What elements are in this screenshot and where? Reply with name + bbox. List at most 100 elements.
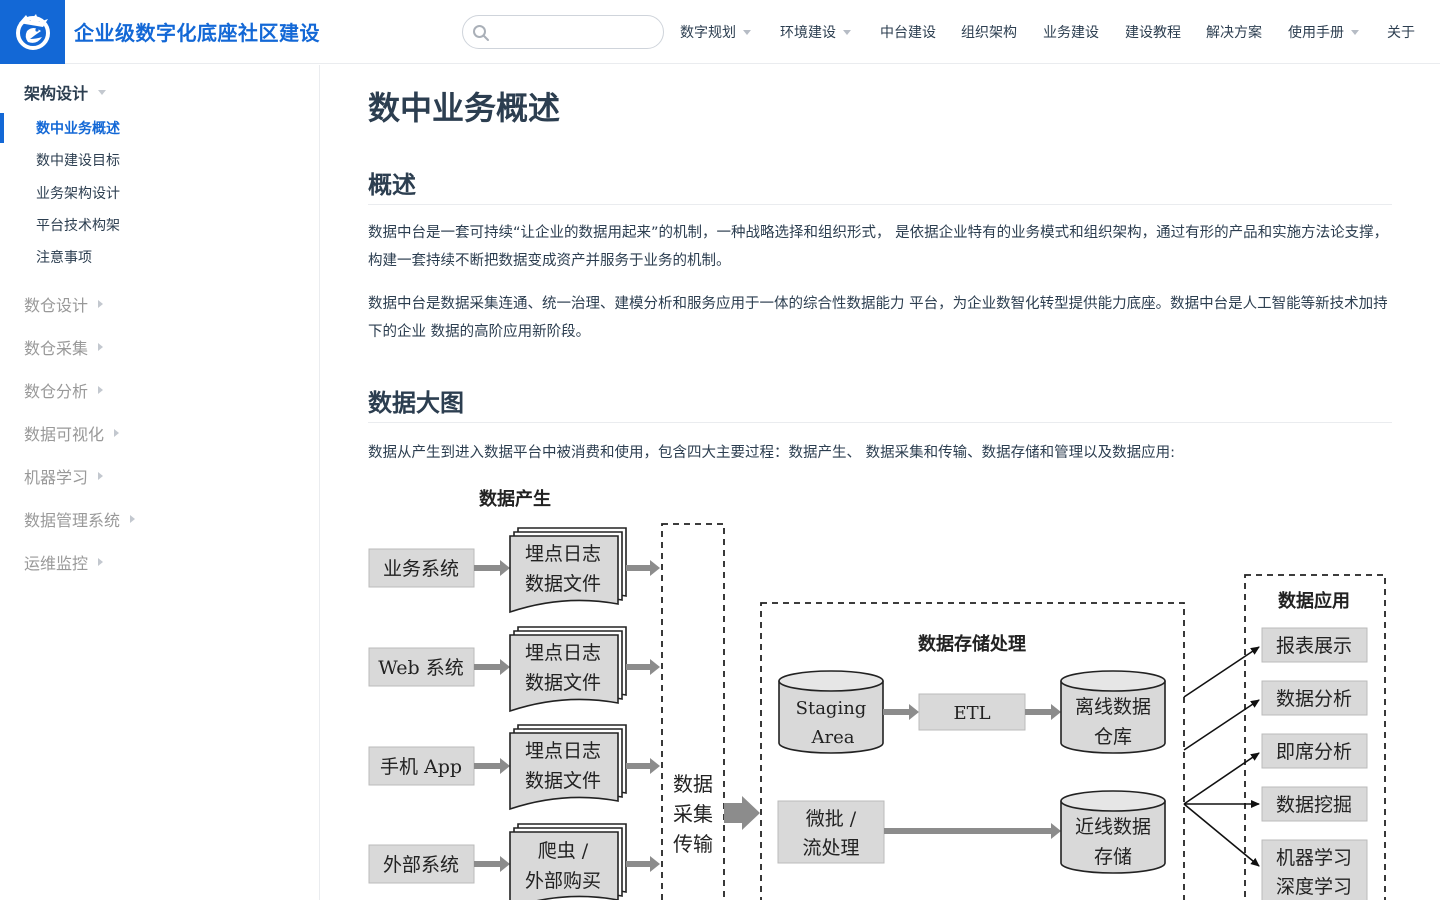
source-label: 手机 App xyxy=(380,756,462,778)
site-title[interactable]: 企业级数字化底座社区建设 xyxy=(74,21,320,45)
nav-label: 数字规划 xyxy=(680,25,736,41)
app-box: 数据挖掘 xyxy=(1261,786,1368,822)
source-box: Web 系统 xyxy=(368,647,475,687)
app-label: 数据分析 xyxy=(1276,688,1352,710)
app-label: 即席分析 xyxy=(1276,741,1352,763)
file-label: 埋点日志 xyxy=(525,642,601,664)
sidebar: 架构设计 数中业务概述 数中建设目标 业务架构设计 平台技术构架 注意事项 数仓… xyxy=(0,65,320,900)
source-box: 业务系统 xyxy=(368,548,475,588)
nav-middle-platform[interactable]: 中台建设 xyxy=(880,22,936,42)
collection-label: 采集 xyxy=(673,802,713,826)
sidebar-group-label: 数仓采集 xyxy=(24,339,89,358)
sidebar-group-label: 架构设计 xyxy=(24,84,89,103)
file-label: 爬虫 / xyxy=(538,840,589,862)
nav-about[interactable]: 关于 xyxy=(1387,22,1415,42)
nav-business[interactable]: 业务建设 xyxy=(1043,22,1099,42)
app-label: 数据挖掘 xyxy=(1276,794,1352,816)
chevron-right-icon xyxy=(98,343,104,351)
section-heading-data-map: 数据大图 xyxy=(368,383,1392,423)
diagram-production-title: 数据产生 xyxy=(479,488,551,510)
arrow-group xyxy=(474,560,510,872)
source-label: 外部系统 xyxy=(383,854,459,876)
sidebar-group-machine-learning[interactable]: 机器学习 xyxy=(24,464,104,488)
paragraph: 数据中台是一套可持续“让企业的数据用起来”的机制，一种战略选择和组织形式， 是依… xyxy=(368,225,1389,269)
sidebar-group-label: 数据可视化 xyxy=(24,425,105,444)
app-box: 机器学习 深度学习 xyxy=(1261,839,1368,900)
app-label: 机器学习 xyxy=(1276,847,1352,869)
application-box xyxy=(1244,574,1386,900)
app-box: 报表展示 xyxy=(1261,627,1368,663)
site-logo[interactable] xyxy=(0,0,65,64)
staging-cylinder: Staging Area xyxy=(778,670,884,754)
sidebar-group-warehouse-analysis[interactable]: 数仓分析 xyxy=(24,378,104,402)
source-box: 手机 App xyxy=(368,746,475,786)
sidebar-group-visualization[interactable]: 数据可视化 xyxy=(24,421,120,445)
nav-environment[interactable]: 环境建设 xyxy=(780,22,851,42)
chevron-down-icon xyxy=(1351,29,1359,35)
chevron-down-icon xyxy=(98,89,107,95)
active-indicator xyxy=(0,113,4,143)
nav-label: 解决方案 xyxy=(1206,25,1262,41)
sidebar-item-business-architecture[interactable]: 业务架构设计 xyxy=(36,186,120,202)
arrow-etl-to-warehouse xyxy=(1025,704,1061,720)
collection-label: 传输 xyxy=(673,832,713,856)
nav-label: 组织架构 xyxy=(961,25,1017,41)
dragon-logo-icon xyxy=(15,14,50,50)
nav-label: 建设教程 xyxy=(1125,25,1181,41)
paragraph: 数据中台是数据采集连通、统一治理、建模分析和服务应用于一体的综合性数据能力 平台… xyxy=(368,296,1388,340)
app-box: 数据分析 xyxy=(1261,680,1368,716)
page-title: 数中业务概述 xyxy=(368,89,561,127)
file-label: 埋点日志 xyxy=(525,740,601,762)
nav-tutorials[interactable]: 建设教程 xyxy=(1125,22,1181,42)
arrow-stream-to-nearline xyxy=(884,823,1061,839)
nav-label: 环境建设 xyxy=(780,25,836,41)
offline-label: 离线数据 xyxy=(1075,696,1151,718)
sidebar-group-architecture[interactable]: 架构设计 xyxy=(24,80,107,104)
file-label: 数据文件 xyxy=(525,672,601,694)
chevron-right-icon xyxy=(98,558,104,566)
paragraph: 数据从产生到进入数据平台中被消费和使用，包含四大主要过程：数据产生、 数据采集和… xyxy=(368,445,1175,461)
app-label: 深度学习 xyxy=(1276,876,1352,898)
chevron-down-icon xyxy=(743,29,751,35)
section-heading-overview: 概述 xyxy=(368,165,1392,205)
nav-label: 使用手册 xyxy=(1288,25,1344,41)
sidebar-item-notes[interactable]: 注意事项 xyxy=(36,250,92,266)
nav-digital-planning[interactable]: 数字规划 xyxy=(680,22,751,42)
arrow-collection-to-storage xyxy=(724,796,760,830)
data-flow-diagram: 数据产生 业务系统 Web 系统 手机 App 外部系统 埋点日志 数据文件 埋… xyxy=(368,488,1386,900)
nav-label: 关于 xyxy=(1387,25,1415,41)
nav-manual[interactable]: 使用手册 xyxy=(1288,22,1359,42)
chevron-down-icon xyxy=(843,29,851,35)
chevron-right-icon xyxy=(130,515,136,523)
source-label: 业务系统 xyxy=(383,558,459,580)
offline-label: 仓库 xyxy=(1094,726,1132,748)
sidebar-group-label: 机器学习 xyxy=(24,468,89,487)
chevron-right-icon xyxy=(98,300,104,308)
storage-title: 数据存储处理 xyxy=(918,633,1026,655)
file-label: 埋点日志 xyxy=(525,543,601,565)
search-icon xyxy=(473,25,489,41)
nav-solutions[interactable]: 解决方案 xyxy=(1206,22,1262,42)
sidebar-group-label: 运维监控 xyxy=(24,554,89,573)
sidebar-group-data-management[interactable]: 数据管理系统 xyxy=(24,507,136,531)
file-stack: 爬虫 / 外部购买 xyxy=(509,823,627,900)
search-box[interactable] xyxy=(462,15,664,49)
nearline-storage-cylinder: 近线数据 存储 xyxy=(1060,790,1166,874)
nav-label: 业务建设 xyxy=(1043,25,1099,41)
sidebar-item-tech-architecture[interactable]: 平台技术构架 xyxy=(36,218,120,234)
sidebar-item-overview[interactable]: 数中业务概述 xyxy=(36,121,120,137)
search-input[interactable] xyxy=(495,22,655,42)
file-stack: 埋点日志 数据文件 xyxy=(509,724,627,811)
source-box: 外部系统 xyxy=(368,844,475,884)
file-label: 数据文件 xyxy=(525,770,601,792)
nav-organization[interactable]: 组织架构 xyxy=(961,22,1017,42)
staging-label: Area xyxy=(811,727,855,748)
sidebar-item-goals[interactable]: 数中建设目标 xyxy=(36,153,120,169)
sidebar-group-ops-monitoring[interactable]: 运维监控 xyxy=(24,550,104,574)
application-arrows xyxy=(1183,646,1260,867)
staging-label: Staging xyxy=(796,698,867,719)
sidebar-group-warehouse-design[interactable]: 数仓设计 xyxy=(24,292,104,316)
arrow-group xyxy=(626,560,660,872)
sidebar-group-warehouse-collection[interactable]: 数仓采集 xyxy=(24,335,104,359)
arrow-staging-to-etl xyxy=(883,704,919,720)
